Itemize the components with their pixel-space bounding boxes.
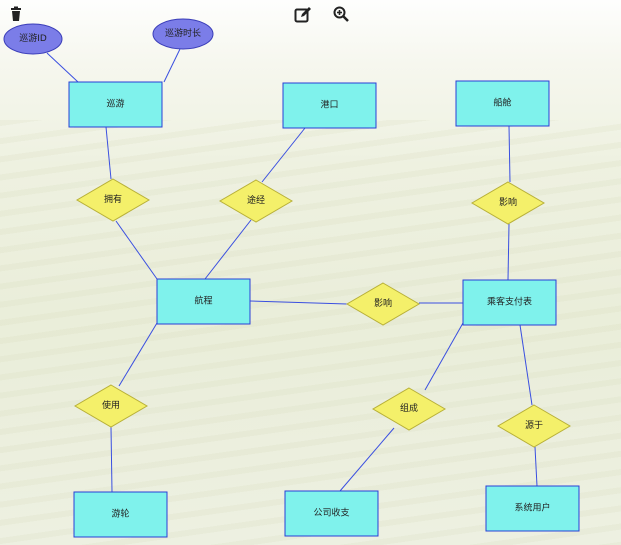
entity-node[interactable]: 航程 bbox=[156, 278, 251, 325]
edge-14 bbox=[339, 427, 395, 492]
relation-label: 源于 bbox=[525, 420, 543, 431]
entity-label: 游轮 bbox=[111, 508, 129, 520]
entity-box bbox=[73, 491, 168, 538]
entity-box bbox=[68, 81, 163, 128]
edge-15 bbox=[519, 324, 533, 406]
entity-node[interactable]: 游轮 bbox=[73, 491, 168, 538]
relation-label: 影响 bbox=[499, 196, 517, 208]
attribute-node[interactable]: 巡游时长 bbox=[152, 18, 214, 50]
relation-node[interactable]: 影响 bbox=[346, 282, 420, 326]
edge-layer bbox=[46, 48, 538, 493]
relation-node[interactable]: 途经 bbox=[219, 179, 293, 223]
attribute-ellipse bbox=[152, 18, 214, 50]
relation-diamond bbox=[76, 178, 150, 222]
entity-node[interactable]: 港口 bbox=[282, 82, 377, 129]
relation-node[interactable]: 使用 bbox=[74, 384, 148, 428]
edge-12 bbox=[110, 426, 113, 493]
entity-box bbox=[284, 490, 379, 537]
edge-5 bbox=[261, 127, 306, 183]
edge-8 bbox=[507, 223, 510, 281]
relation-diamond bbox=[346, 282, 420, 326]
entity-label: 港口 bbox=[320, 99, 338, 111]
edge-4 bbox=[115, 220, 158, 280]
relation-diamond bbox=[74, 384, 148, 428]
relation-node[interactable]: 组成 bbox=[372, 387, 446, 431]
entity-label: 船舱 bbox=[493, 97, 511, 109]
entity-node[interactable]: 乘客支付表 bbox=[462, 279, 557, 326]
relation-diamond bbox=[471, 181, 545, 225]
entity-label: 巡游 bbox=[106, 98, 124, 110]
relation-diamond bbox=[219, 179, 293, 223]
entity-node[interactable]: 巡游 bbox=[68, 81, 163, 128]
entity-box bbox=[282, 82, 377, 129]
entity-node[interactable]: 公司收支 bbox=[284, 490, 379, 537]
edge-3 bbox=[105, 126, 112, 180]
relation-diamond bbox=[372, 387, 446, 431]
relation-diamond bbox=[497, 404, 571, 448]
relation-node[interactable]: 影响 bbox=[471, 181, 545, 225]
edge-11 bbox=[118, 322, 158, 387]
entity-box bbox=[485, 485, 580, 532]
relation-label: 拥有 bbox=[104, 193, 122, 205]
relation-node[interactable]: 拥有 bbox=[76, 178, 150, 222]
attribute-label: 巡游时长 bbox=[165, 27, 201, 39]
edit-icon[interactable] bbox=[294, 6, 312, 24]
edge-2 bbox=[163, 48, 181, 83]
relation-label: 途经 bbox=[247, 194, 265, 206]
relation-node[interactable]: 源于 bbox=[497, 404, 571, 448]
edge-1 bbox=[46, 52, 79, 83]
entity-label: 公司收支 bbox=[313, 507, 349, 519]
entity-node[interactable]: 系统用户 bbox=[485, 485, 580, 532]
entity-label: 乘客支付表 bbox=[487, 296, 532, 308]
edge-13 bbox=[424, 322, 464, 391]
trash-icon[interactable] bbox=[8, 6, 26, 24]
entity-box bbox=[462, 279, 557, 326]
relation-label: 使用 bbox=[102, 399, 120, 411]
zoom-in-icon[interactable] bbox=[333, 6, 351, 24]
edge-16 bbox=[534, 446, 538, 487]
attribute-label: 巡游ID bbox=[19, 32, 47, 44]
entity-node[interactable]: 船舱 bbox=[455, 80, 550, 127]
entity-label: 系统用户 bbox=[514, 502, 550, 514]
attribute-ellipse bbox=[3, 23, 63, 55]
entity-label: 航程 bbox=[194, 295, 212, 307]
edge-9 bbox=[249, 300, 348, 305]
relation-label: 影响 bbox=[374, 297, 392, 309]
relation-label: 组成 bbox=[400, 402, 418, 414]
entity-box bbox=[455, 80, 550, 127]
edge-6 bbox=[204, 219, 252, 280]
entity-box bbox=[156, 278, 251, 325]
edge-7 bbox=[508, 125, 511, 183]
attribute-node[interactable]: 巡游ID bbox=[3, 23, 63, 55]
